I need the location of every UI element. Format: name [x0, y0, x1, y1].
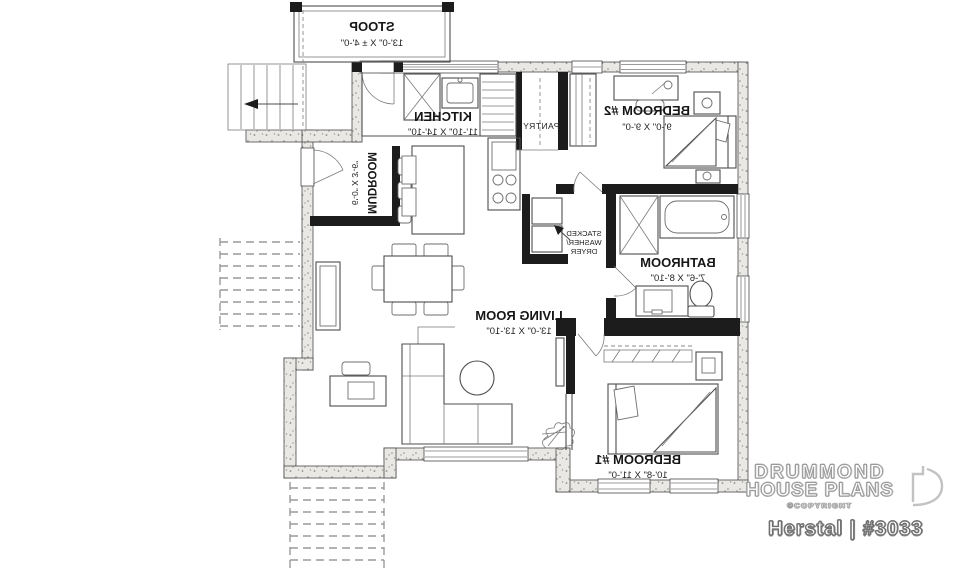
label-stoop-dims: 13'-0" X ± 4'-0": [341, 38, 404, 49]
dining-table: [383, 255, 453, 303]
bedroom1-furniture: [603, 345, 723, 455]
label-kitchen: KITCHEN: [414, 109, 472, 124]
svg-text:WASHER/: WASHER/: [566, 238, 602, 247]
shower: [619, 195, 659, 255]
toilet: [687, 280, 715, 318]
drummond-logo-icon: [911, 466, 944, 507]
svg-text:BATHROOM: BATHROOM: [640, 255, 716, 270]
bed-bedroom1: [607, 383, 719, 455]
brand-copyright: ©COPYRIGHT: [787, 501, 853, 511]
laundry-closet: [531, 197, 571, 253]
label-bedroom1-dims: 10'-8" X 11'-0": [608, 470, 667, 481]
kitchen-sink: [441, 77, 479, 109]
pantry: [516, 78, 558, 151]
vanity-sink: [635, 285, 689, 317]
room-labels: STOOP 13'-0" X ± 4'-0" MUDROOM 6'-0" X 3…: [341, 19, 716, 481]
label-stoop: STOOP: [349, 19, 395, 34]
pillow: [613, 385, 639, 421]
svg-text:KITCHEN: KITCHEN: [414, 109, 472, 124]
svg-text:MUDROOM: MUDROOM: [365, 152, 377, 214]
label-pantry: PANTRY: [523, 121, 560, 131]
bathtub: [659, 195, 735, 239]
label-bathroom: BATHROOM: [640, 255, 716, 270]
brand-block: DRUMMOND HOUSE PLANS ©COPYRIGHT Herstal …: [745, 462, 946, 541]
svg-text:BEDROOM #2: BEDROOM #2: [604, 103, 690, 118]
svg-text:DRYER: DRYER: [570, 247, 597, 256]
label-kitchen-dims: 11'-10" X 14'-10": [408, 127, 478, 138]
entry-closet: [401, 155, 417, 217]
bedroom2-furniture: [569, 73, 737, 184]
plan-title: Herstal | #3033: [768, 517, 924, 540]
office-desk: [329, 361, 387, 407]
laundry-leader-arrow: [554, 225, 564, 235]
coffee-table: [459, 360, 495, 396]
side-stairs-dashed: [219, 238, 300, 330]
fridge: [479, 73, 517, 137]
label-bedroom2-dims: 9'-0" X 9'-0": [622, 122, 671, 133]
brand-line1: DRUMMOND: [754, 462, 886, 483]
nightstand: [695, 351, 723, 381]
label-bathroom-dims: 7'-6" X 8'-10": [651, 273, 706, 284]
label-leader: [417, 326, 455, 350]
dining-set: [371, 243, 465, 316]
label-mudroom-dims: 6'-0" X 3'-6": [350, 161, 360, 205]
entry-steps: [227, 63, 307, 131]
label-bedroom2: BEDROOM #2: [604, 103, 690, 118]
stairs-direction-arrow: [244, 99, 258, 109]
stoop: [290, 2, 454, 126]
label-living-dims: 13'-0" X 13'-10": [486, 326, 551, 337]
desk-bedroom2: [613, 75, 679, 112]
tv: [555, 337, 565, 387]
interior-walls: [310, 62, 740, 450]
label-living-room: LIVING ROOM: [475, 308, 562, 323]
svg-text:STOOP: STOOP: [349, 19, 395, 34]
living-furniture: [315, 243, 575, 450]
dishwasher: [403, 73, 441, 121]
bed-bedroom2: [663, 115, 737, 169]
desk-chair: [635, 99, 665, 112]
closet-bedroom2: [569, 73, 597, 147]
label-laundry: STACKED: [566, 229, 602, 238]
plant: [541, 422, 575, 450]
sectional-sofa: [401, 343, 513, 445]
svg-text:BEDROOM #1: BEDROOM #1: [595, 452, 681, 467]
label-bedroom1: BEDROOM #1: [595, 452, 681, 467]
bottom-stairs-dashed: [289, 482, 385, 569]
svg-text:STACKED: STACKED: [566, 229, 602, 238]
office-chair: [341, 361, 371, 376]
label-mudroom: MUDROOM: [365, 152, 377, 214]
svg-text:LIVING ROOM: LIVING ROOM: [475, 308, 562, 323]
brand-wordmark: DRUMMOND HOUSE PLANS ©COPYRIGHT: [745, 462, 894, 511]
bathroom-fixtures: [619, 195, 735, 318]
brand-line2: HOUSE PLANS: [745, 480, 894, 501]
svg-text:PANTRY: PANTRY: [523, 121, 560, 131]
range: [487, 137, 521, 211]
closet-shelf: [603, 349, 693, 363]
kitchen-counters: [361, 72, 521, 235]
